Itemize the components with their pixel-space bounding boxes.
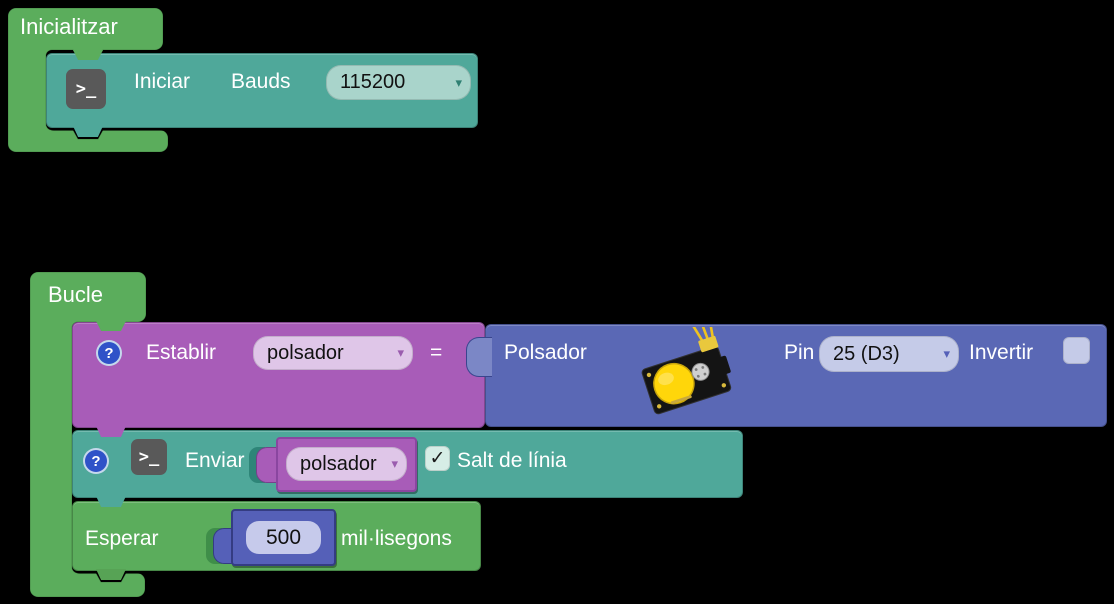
set-variable-label: Establir [146, 341, 217, 364]
stack-connector [96, 569, 126, 580]
variable-dropdown[interactable]: polsador ▾ [253, 336, 413, 370]
check-icon: ✓ [429, 448, 446, 469]
baud-rate-value: 115200 [340, 71, 406, 93]
wait-block[interactable]: Esperar 500 mil·lisegons [72, 501, 481, 571]
number-value-block[interactable]: 500 [231, 509, 336, 566]
invert-checkbox[interactable] [1063, 337, 1090, 364]
newline-label: Salt de línia [457, 449, 567, 472]
value-tab [466, 337, 492, 377]
help-icon[interactable]: ? [96, 340, 122, 366]
value-tab [213, 528, 235, 564]
pin-value: 25 (D3) [833, 342, 900, 365]
dropdown-arrow-icon: ▾ [391, 456, 398, 471]
equals-label: = [430, 341, 443, 364]
pushbutton-label: Polsador [504, 341, 587, 364]
terminal-icon: >_ [66, 69, 106, 109]
variable-value-block[interactable]: polsador ▾ [276, 437, 417, 492]
milliseconds-label: mil·lisegons [341, 527, 452, 550]
variable-name: polsador [300, 452, 377, 475]
inicialitzar-label: Inicialitzar [20, 14, 118, 39]
wait-label: Esperar [85, 527, 159, 550]
bucle-label: Bucle [48, 282, 104, 307]
set-variable-block[interactable]: ? Establir polsador ▾ = [72, 322, 485, 428]
help-icon[interactable]: ? [83, 448, 109, 474]
bauds-label: Bauds [231, 70, 291, 93]
pushbutton-module-image [641, 327, 732, 415]
number-field[interactable]: 500 [246, 521, 321, 554]
value-tab [256, 447, 278, 483]
serial-begin-label: Iniciar [134, 70, 191, 93]
stack-connector [73, 50, 103, 60]
stack-connector [73, 126, 103, 137]
terminal-icon: >_ [131, 439, 167, 475]
stack-connector [96, 496, 126, 507]
stack-connector [96, 426, 126, 437]
newline-checkbox[interactable]: ✓ [425, 446, 450, 471]
baud-rate-dropdown[interactable]: 115200 ▾ [326, 65, 471, 100]
dropdown-arrow-icon: ▾ [943, 346, 950, 361]
variable-dropdown[interactable]: polsador ▾ [286, 447, 407, 481]
invert-label: Invertir [969, 341, 1034, 364]
bucle-block-shape[interactable] [29, 271, 147, 598]
dropdown-arrow-icon: ▾ [397, 345, 404, 360]
dropdown-arrow-icon: ▾ [455, 74, 462, 90]
inicialitzar-block-shape[interactable] [7, 7, 169, 153]
variable-name: polsador [267, 341, 344, 364]
pushbutton-block[interactable]: Polsador Pin [485, 324, 1107, 427]
send-label: Enviar [185, 449, 245, 472]
pin-label: Pin [784, 341, 815, 364]
pin-dropdown[interactable]: 25 (D3) ▾ [819, 336, 959, 372]
serial-begin-block[interactable]: >_ Iniciar Bauds 115200 ▾ [46, 53, 478, 128]
stack-connector [96, 321, 126, 331]
serial-send-block[interactable]: ? >_ Enviar polsador ▾ ✓ Salt de línia [72, 430, 743, 498]
